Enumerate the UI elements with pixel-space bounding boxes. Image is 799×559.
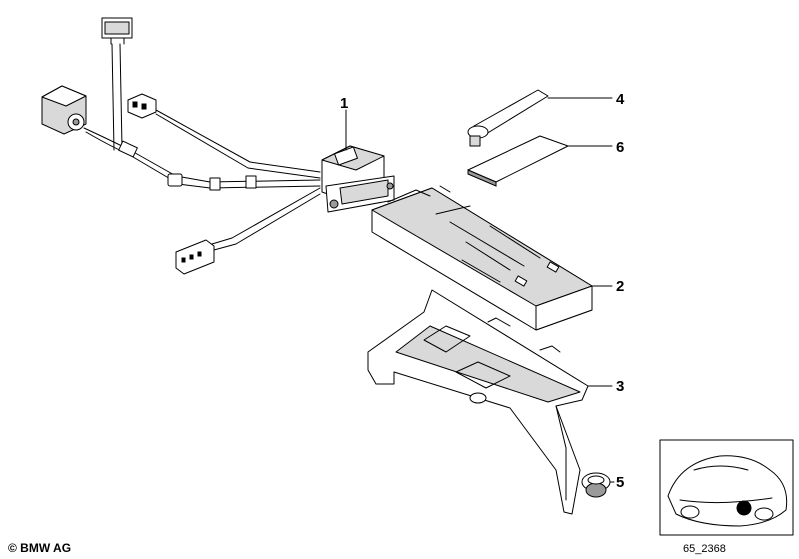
bottom-plug	[175, 239, 215, 275]
part-4-cable-strap	[467, 89, 613, 147]
small-connector	[127, 93, 157, 119]
callout-5: 5	[616, 474, 624, 491]
part-5-grommet	[581, 472, 615, 498]
callout-6: 6	[616, 139, 624, 156]
sensor-module	[41, 85, 87, 135]
callout-4: 4	[616, 91, 625, 108]
part-6-adhesive-pad	[467, 135, 613, 187]
copyright-label: © BMW AG	[8, 541, 72, 555]
part-3-bracket	[367, 289, 613, 515]
top-plug	[101, 17, 133, 45]
drawing-code-label: 65_2368	[683, 543, 726, 555]
part-1-connector	[321, 109, 395, 213]
callout-1: 1	[340, 95, 348, 112]
callout-3: 3	[616, 378, 624, 395]
vehicle-location-inset	[659, 439, 794, 536]
wiring-harness	[41, 17, 321, 275]
part-2-control-unit	[371, 185, 613, 331]
callout-2: 2	[616, 278, 624, 295]
location-marker-dot	[736, 500, 752, 516]
